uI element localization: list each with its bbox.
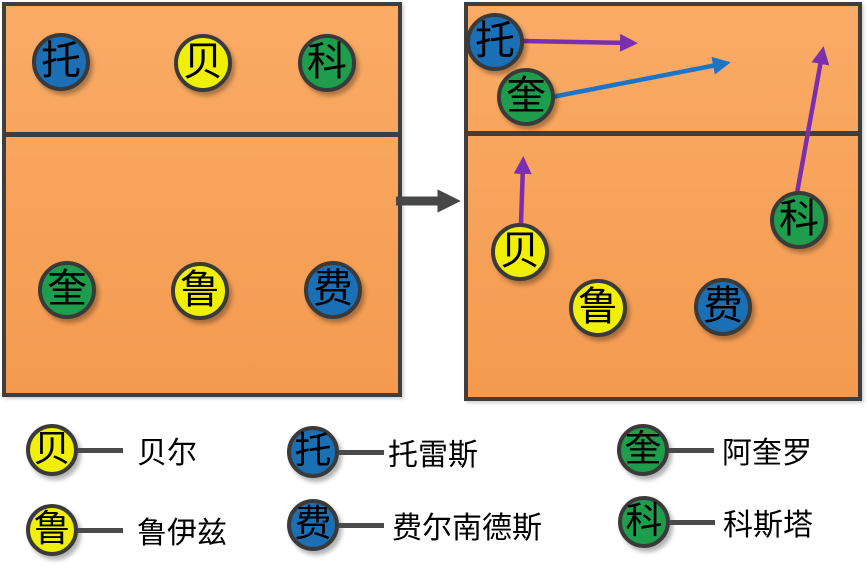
player-before-tuo: 托 <box>32 33 90 91</box>
legend-name-tuo: 托雷斯 <box>388 439 478 472</box>
legend-item-fei: 费 费尔南德斯 <box>287 499 542 551</box>
legend-circle-bei: 贝 <box>26 424 78 476</box>
player-glyph: 费 <box>313 266 353 311</box>
legend-circle-lu: 鲁 <box>26 504 78 556</box>
legend-connector-line <box>78 527 123 533</box>
player-before-kui: 奎 <box>38 261 96 319</box>
legend-glyph: 鲁 <box>33 508 71 550</box>
legend-connector-line <box>669 447 714 453</box>
player-glyph: 托 <box>41 38 81 83</box>
player-after-tuo: 托 <box>466 13 524 71</box>
legend-item-bei: 贝 贝尔 <box>26 424 197 476</box>
legend-glyph: 贝 <box>33 428 71 470</box>
field-after-center-line <box>468 131 858 136</box>
player-glyph: 托 <box>475 18 515 63</box>
legend-name-bei: 贝尔 <box>137 437 197 470</box>
legend-item-kui: 奎 阿奎罗 <box>617 424 812 476</box>
field-before-center-line <box>6 132 398 137</box>
legend-circle-fei: 费 <box>287 499 339 551</box>
player-glyph: 贝 <box>500 228 540 273</box>
player-after-kui: 奎 <box>497 68 555 126</box>
legend-circle-ke: 科 <box>618 496 670 548</box>
legend-connector-line <box>339 449 384 455</box>
legend-glyph: 奎 <box>624 428 662 470</box>
player-glyph: 鲁 <box>180 267 220 312</box>
player-before-fei: 费 <box>304 261 362 319</box>
legend-name-lu: 鲁伊兹 <box>137 517 227 550</box>
legend-glyph: 科 <box>625 500 663 542</box>
player-before-lu: 鲁 <box>171 262 229 320</box>
legend-connector-line <box>78 447 123 453</box>
player-after-fei: 费 <box>694 278 752 336</box>
player-after-bei: 贝 <box>491 223 549 281</box>
legend-circle-tuo: 托 <box>287 426 339 478</box>
legend-glyph: 托 <box>294 430 332 472</box>
player-after-ke: 科 <box>770 191 828 249</box>
legend-item-tuo: 托 托雷斯 <box>287 426 478 478</box>
legend-connector-line <box>339 522 384 528</box>
legend-name-ke: 科斯塔 <box>723 509 813 542</box>
legend-glyph: 费 <box>294 503 332 545</box>
player-glyph: 科 <box>779 196 819 241</box>
player-glyph: 科 <box>307 39 347 84</box>
player-glyph: 费 <box>703 283 743 328</box>
player-glyph: 贝 <box>183 39 223 84</box>
legend-item-ke: 科 科斯塔 <box>618 496 813 548</box>
player-glyph: 奎 <box>506 73 546 118</box>
player-before-bei: 贝 <box>174 34 232 92</box>
legend-name-fei: 费尔南德斯 <box>392 512 542 545</box>
player-before-ke: 科 <box>298 34 356 92</box>
legend-connector-line <box>670 519 715 525</box>
player-glyph: 奎 <box>47 266 87 311</box>
legend-item-lu: 鲁 鲁伊兹 <box>26 504 227 556</box>
legend-name-kui: 阿奎罗 <box>722 437 812 470</box>
player-glyph: 鲁 <box>578 284 618 329</box>
player-after-lu: 鲁 <box>569 279 627 337</box>
legend-circle-kui: 奎 <box>617 424 669 476</box>
